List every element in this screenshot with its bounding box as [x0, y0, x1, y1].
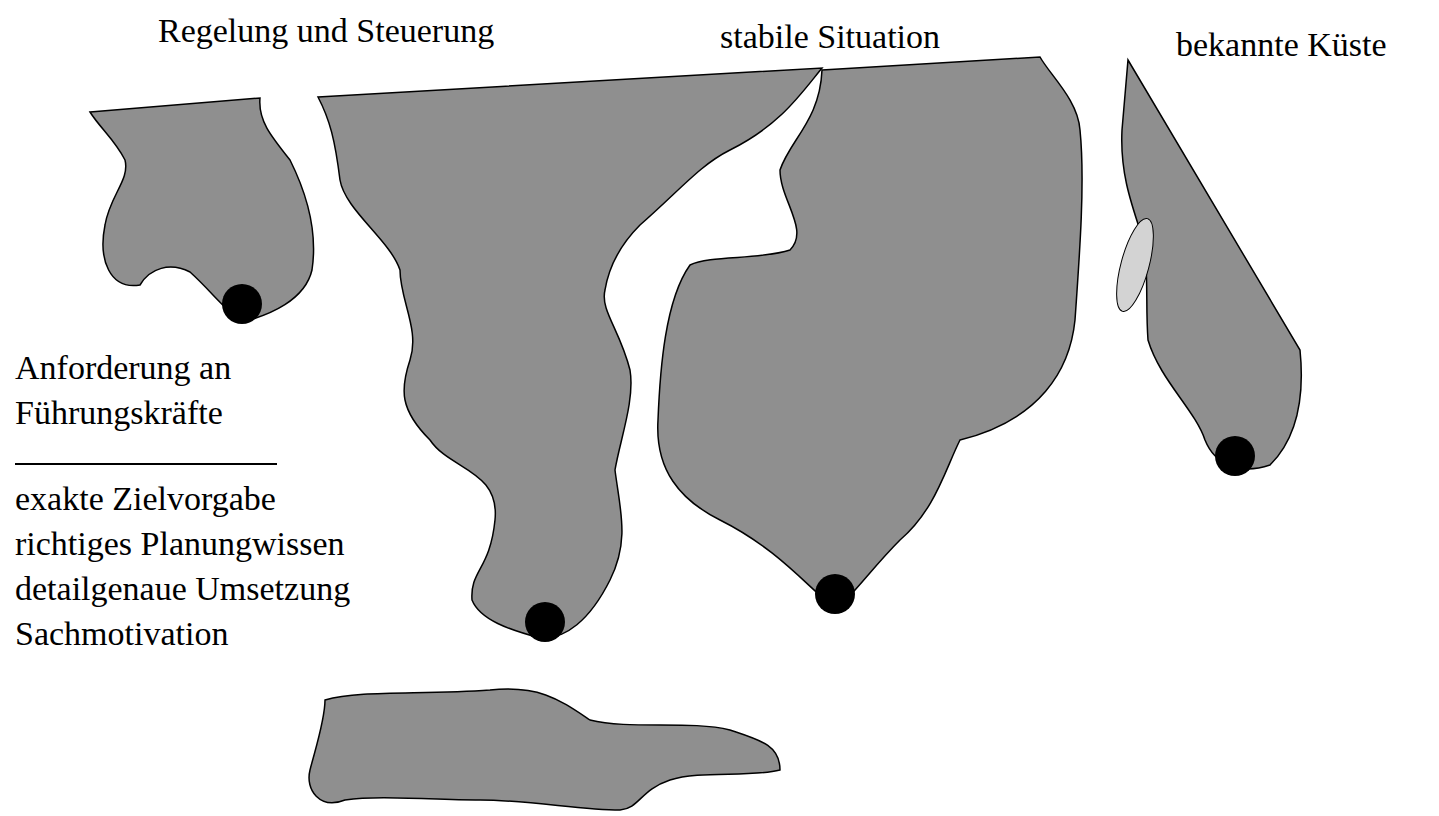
position-dot — [1215, 436, 1255, 476]
position-dot — [815, 574, 855, 614]
land-piece — [90, 98, 313, 322]
position-dot — [525, 602, 565, 642]
land-piece — [309, 689, 780, 810]
divider-rule — [15, 463, 277, 465]
list-item: Sachmotivation — [15, 611, 228, 656]
land-piece — [658, 57, 1082, 608]
position-dot — [222, 284, 262, 324]
list-item: richtiges Planungwissen — [15, 521, 345, 566]
list-item: detailgenaue Umsetzung — [15, 566, 350, 611]
region-label: bekannte Küste — [1176, 22, 1387, 67]
heading-label: Anforderung an Führungskräfte — [15, 345, 280, 435]
list-item: exakte Zielvorgabe — [15, 476, 276, 521]
islet — [1109, 215, 1161, 315]
region-label: Regelung und Steuerung — [158, 8, 494, 53]
region-label: stabile Situation — [720, 14, 940, 59]
